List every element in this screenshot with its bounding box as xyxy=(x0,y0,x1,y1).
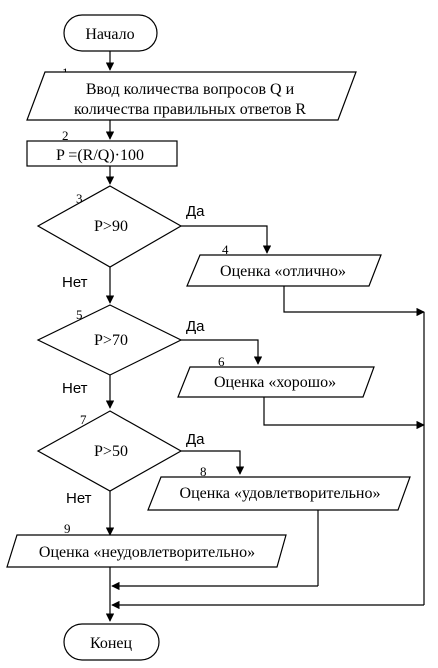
out1-number: 4 xyxy=(222,242,229,257)
cond1-no-label: Нет xyxy=(62,274,88,291)
out1-label: Оценка «отлично» xyxy=(220,263,346,280)
output-excellent: Оценка «отлично» xyxy=(186,254,382,287)
out4-label: Оценка «неудовлетворительно» xyxy=(39,544,255,561)
out2-label: Оценка «хорошо» xyxy=(214,374,336,391)
decision-p-gt-70: P>70 xyxy=(36,304,183,376)
edge-out2-merge xyxy=(263,397,425,430)
start-terminator: Начало xyxy=(63,14,158,52)
calc-number: 2 xyxy=(62,128,69,143)
output-unsatisfactory: Оценка «неудовлетворительно» xyxy=(6,534,287,568)
out3-label: Оценка «удовлетворительно» xyxy=(180,485,381,502)
end-terminator: Конец xyxy=(63,623,160,661)
end-label: Конец xyxy=(90,635,133,652)
input-parallelogram: Ввод количества вопросов Q и количества … xyxy=(26,71,357,121)
cond3-no-label: Нет xyxy=(66,490,92,507)
cond1-label: P>90 xyxy=(94,218,128,235)
cond2-number: 5 xyxy=(76,307,83,322)
cond2-no-label: Нет xyxy=(62,380,88,397)
cond3-number: 7 xyxy=(80,412,87,427)
cond1-number: 3 xyxy=(76,191,83,206)
calc-process: P =(R/Q)·100 xyxy=(26,140,178,167)
out3-number: 8 xyxy=(200,464,207,479)
cond3-yes-label: Да xyxy=(186,431,205,448)
edge-out1-merge xyxy=(283,286,425,317)
start-label: Начало xyxy=(85,26,134,43)
out2-number: 6 xyxy=(218,354,225,369)
calc-label: P =(R/Q)·100 xyxy=(56,147,144,164)
output-satisfactory: Оценка «удовлетворительно» xyxy=(147,476,411,511)
cond3-label: P>50 xyxy=(94,443,128,460)
input-line2: количества правильных ответов R xyxy=(74,101,306,118)
out4-number: 9 xyxy=(64,521,71,536)
edge-cond2-yes xyxy=(181,339,263,365)
cond2-label: P>70 xyxy=(94,332,128,349)
edge-cond1-yes xyxy=(181,225,272,254)
decision-p-gt-50: P>50 xyxy=(36,410,183,492)
decision-p-gt-90: P>90 xyxy=(36,185,183,268)
cond1-yes-label: Да xyxy=(186,203,205,220)
cond2-yes-label: Да xyxy=(186,318,205,335)
output-good: Оценка «хорошо» xyxy=(177,366,375,398)
edge-cond3-yes xyxy=(181,450,245,475)
input-line1: Ввод количества вопросов Q и xyxy=(86,81,295,98)
